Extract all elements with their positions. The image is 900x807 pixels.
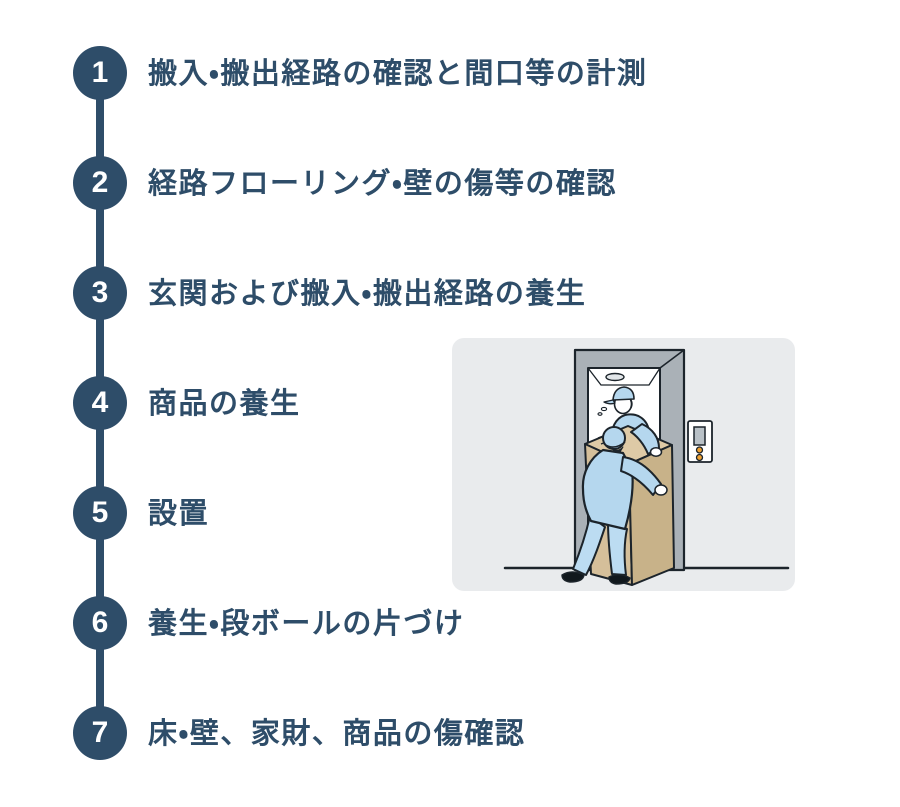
step-label: 商品の養生	[148, 387, 301, 420]
step-row-6: 6 養生・段ボールの片づけ	[73, 596, 464, 650]
step-label: 床・壁、家財、商品の傷確認	[148, 717, 526, 750]
step-row-3: 3 玄関および搬入・搬出経路の養生	[73, 266, 586, 320]
step-number-badge: 5	[73, 486, 127, 540]
shoe-icon	[608, 574, 631, 585]
step-number-badge: 6	[73, 596, 127, 650]
worker-back-arm	[630, 423, 663, 457]
cap-icon	[612, 386, 635, 401]
worker-front	[561, 426, 668, 585]
shoe-icon	[561, 571, 585, 583]
step-row-2: 2 経路フローリング・壁の傷等の確認	[73, 156, 617, 210]
sweat-drop-icon	[600, 406, 608, 412]
elevator-illustration-svg	[503, 348, 790, 586]
step-number-badge: 7	[73, 706, 127, 760]
step-label: 設置	[148, 497, 210, 530]
step-label: 搬入・搬出経路の確認と間口等の計測	[148, 57, 648, 90]
glove-icon	[649, 447, 663, 457]
elevator-illustration	[452, 338, 795, 591]
step-number-badge: 1	[73, 46, 127, 100]
sweat-drop-icon	[597, 412, 603, 416]
step-row-7: 7 床・壁、家財、商品の傷確認	[73, 706, 525, 760]
step-number-badge: 4	[73, 376, 127, 430]
step-number-badge: 2	[73, 156, 127, 210]
step-row-4: 4 商品の養生	[73, 376, 301, 430]
elevator-call-panel-icon	[687, 420, 713, 463]
step-row-5: 5 設置	[73, 486, 209, 540]
step-number-badge: 3	[73, 266, 127, 320]
hair	[611, 446, 624, 453]
step-label: 経路フローリング・壁の傷等の確認	[148, 167, 617, 200]
step-label: 養生・段ボールの片づけ	[148, 607, 465, 640]
glove-icon	[654, 484, 668, 496]
step-row-1: 1 搬入・搬出経路の確認と間口等の計測	[73, 46, 647, 100]
step-label: 玄関および搬入・搬出経路の養生	[148, 277, 587, 310]
ceiling-light-icon	[605, 372, 625, 382]
